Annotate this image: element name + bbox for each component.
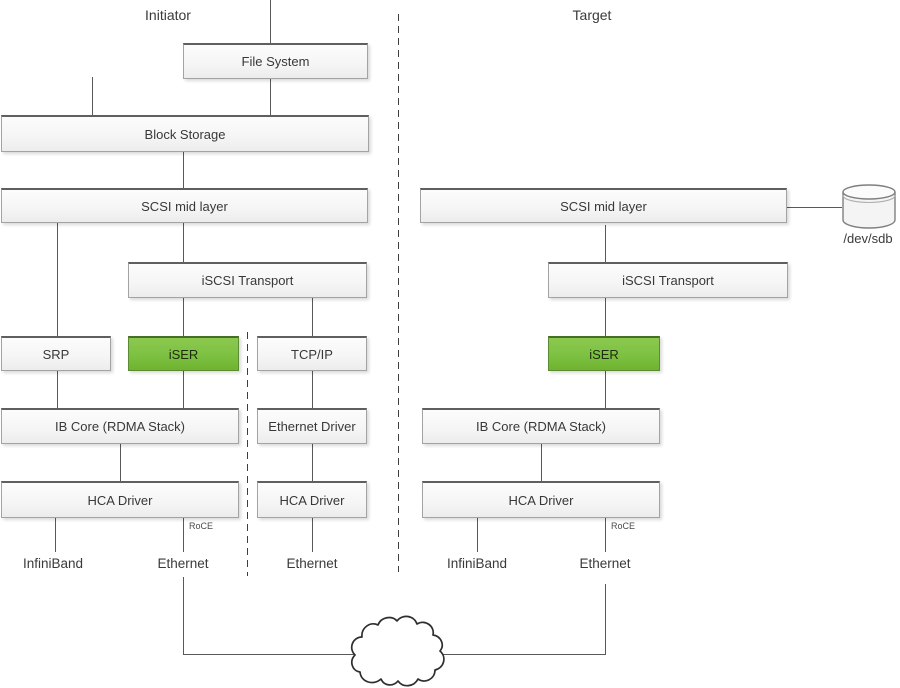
connector-line	[312, 518, 313, 552]
connector-line	[787, 207, 842, 208]
node-srp: SRP	[1, 336, 111, 371]
connector-line	[312, 371, 313, 408]
node-block-storage: Block Storage	[1, 115, 369, 152]
connector-line	[312, 444, 313, 481]
node-hca-driver-initiator: HCA Driver	[1, 481, 239, 518]
node-hca-driver-ethernet: HCA Driver	[257, 481, 367, 518]
connector-line	[270, 79, 271, 115]
connector-line	[270, 0, 271, 43]
connector-line	[55, 518, 56, 552]
ethernet-label-initiator-tcp: Ethernet	[286, 556, 338, 571]
node-scsi-mid-layer-target: SCSI mid layer	[420, 188, 787, 223]
connector-line	[57, 371, 58, 408]
connector-line	[183, 298, 184, 336]
ethernet-label-initiator-rdma: Ethernet	[157, 556, 209, 571]
connector-line	[605, 518, 606, 552]
rdma-tcp-separator-dashed-line	[247, 332, 248, 576]
connector-line	[183, 152, 184, 188]
connector-line	[120, 444, 121, 481]
node-hca-driver-target: HCA Driver	[422, 481, 660, 518]
connector-line	[605, 371, 606, 408]
initiator-section-label: Initiator	[145, 7, 191, 23]
roce-label-initiator: RoCE	[189, 521, 214, 531]
initiator-target-separator-dashed-line	[398, 14, 399, 572]
node-ib-core-initiator: IB Core (RDMA Stack)	[1, 408, 239, 444]
disk-device-label: /dev/sdb	[843, 231, 893, 246]
node-iser-target: iSER	[548, 336, 660, 371]
node-scsi-mid-layer-initiator: SCSI mid layer	[1, 188, 368, 223]
connector-line	[57, 223, 58, 336]
connector-line	[440, 654, 606, 655]
connector-line	[183, 518, 184, 552]
roce-label-target: RoCE	[611, 521, 636, 531]
connector-line	[183, 577, 184, 655]
node-iscsi-transport-target: iSCSI Transport	[548, 262, 788, 298]
node-ethernet-driver: Ethernet Driver	[257, 408, 367, 444]
node-tcp-ip: TCP/IP	[257, 336, 367, 371]
node-iser-initiator: iSER	[128, 336, 239, 371]
disk-cylinder-icon	[840, 183, 898, 230]
connector-line	[183, 371, 184, 408]
connector-line	[183, 654, 363, 655]
infiniband-label-target: InfiniBand	[446, 556, 508, 571]
connector-line	[92, 77, 93, 115]
network-cloud-icon	[350, 609, 448, 688]
connector-line	[477, 518, 478, 552]
connector-line	[312, 298, 313, 336]
node-ib-core-target: IB Core (RDMA Stack)	[422, 408, 660, 444]
connector-line	[183, 223, 184, 262]
node-iscsi-transport-initiator: iSCSI Transport	[128, 262, 367, 298]
connector-line	[605, 584, 606, 655]
node-file-system: File System	[183, 43, 368, 79]
connector-line	[541, 444, 542, 481]
connector-line	[605, 298, 606, 336]
connector-line	[605, 225, 606, 262]
target-section-label: Target	[572, 7, 612, 23]
ethernet-label-target: Ethernet	[579, 556, 631, 571]
infiniband-label-initiator: InfiniBand	[22, 556, 84, 571]
